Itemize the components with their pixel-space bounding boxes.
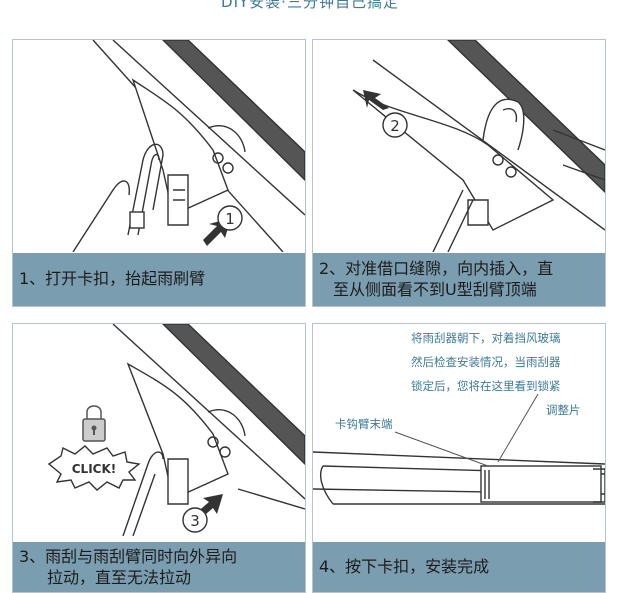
step-1-panel: 1 1、打开卡扣，抬起雨刷臂 — [12, 39, 306, 307]
svg-text:2: 2 — [390, 117, 400, 135]
step-4-note-line-1: 将雨刮器朝下，对着挡风玻璃 — [411, 330, 561, 346]
click-burst-icon: CLICK! — [49, 446, 139, 490]
step-3-illustration: CLICK! 3 — [13, 324, 305, 536]
step-3-panel: CLICK! 3 3、雨刮与雨刮臂同时向外异向 拉动，直至无法拉动 — [12, 323, 306, 593]
padlock-icon — [83, 406, 105, 441]
step-3-caption-line-2: 拉动，直至无法拉动 — [19, 567, 297, 588]
step-2-caption: 2、对准借口缝隙，向内插入，直 至从侧面看不到U型刮臂顶端 — [313, 253, 605, 306]
step-2-caption-line-1: 2、对准借口缝隙，向内插入，直 — [319, 258, 597, 279]
svg-text:3: 3 — [190, 512, 200, 530]
page-header: DIY安装·三分钟自己搞定 — [0, 0, 620, 18]
step-2-illustration: 2 — [313, 40, 605, 252]
step-4-caption: 4、按下卡扣，安装完成 — [313, 542, 605, 592]
page-title: DIY安装·三分钟自己搞定 — [0, 0, 620, 12]
step-4-note-line-2: 然后检查安装情况，当雨刮器 — [411, 354, 561, 370]
step-4-note-line-4: 调整片 — [546, 402, 581, 418]
svg-text:1: 1 — [225, 210, 235, 228]
step-3-number-badge: 3 — [183, 508, 207, 532]
step-4-panel: 将雨刮器朝下，对着挡风玻璃 然后检查安装情况，当雨刮器 锁定后，您将在这里看到锁… — [312, 323, 606, 593]
step-4-hook-label: 卡钩臂末端 — [335, 416, 393, 432]
svg-text:CLICK!: CLICK! — [72, 462, 117, 476]
step-4-note-line-3: 锁定后，您将在这里看到锁紧 — [411, 378, 561, 394]
step-4-note: 将雨刮器朝下，对着挡风玻璃 然后检查安装情况，当雨刮器 锁定后，您将在这里看到锁… — [313, 324, 605, 536]
step-2-caption-line-2: 至从侧面看不到U型刮臂顶端 — [319, 279, 597, 300]
step-3-caption: 3、雨刮与雨刮臂同时向外异向 拉动，直至无法拉动 — [13, 542, 305, 592]
step-1-caption: 1、打开卡扣，抬起雨刷臂 — [13, 253, 305, 306]
step-1-illustration: 1 — [13, 40, 305, 252]
step-2-number-badge: 2 — [383, 113, 407, 137]
step-3-caption-line-1: 3、雨刮与雨刮臂同时向外异向 — [19, 546, 297, 567]
step-2-panel: 2 2、对准借口缝隙，向内插入，直 至从侧面看不到U型刮臂顶端 — [312, 39, 606, 307]
step-1-number-badge: 1 — [218, 206, 242, 230]
